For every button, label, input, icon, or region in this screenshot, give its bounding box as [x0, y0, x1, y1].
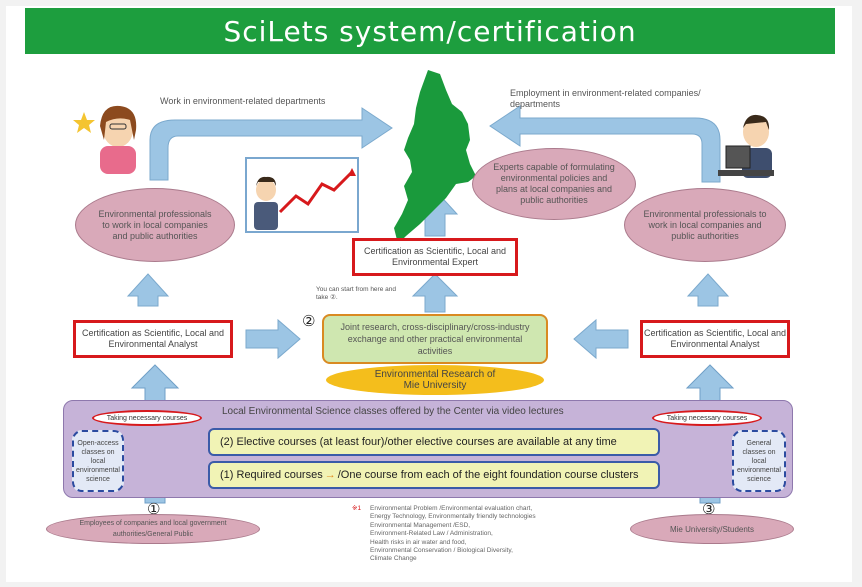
students-oval: Mie University/Students: [630, 514, 794, 544]
arrow-top-left: [149, 107, 393, 181]
arrow-top-right: [489, 105, 721, 183]
footnote: ※1 Environmental Problem /Environmental …: [352, 505, 536, 562]
required-courses-box: (1) Required courses → /One course from …: [208, 461, 660, 489]
footnote-line: Environmental Management /ESD,: [370, 521, 471, 529]
expert-certification: Certification as Scientific, Local and E…: [352, 238, 518, 276]
caption-work-departments: Work in environment-related departments: [160, 96, 326, 106]
arrow-left: [573, 318, 629, 360]
right-analyst-certification: Certification as Scientific, Local and E…: [640, 320, 790, 358]
footnote-line: Environmental Problem /Environmental eva…: [370, 505, 533, 512]
person-computer-icon: [718, 114, 774, 178]
general-classes: General classes on local environmental s…: [732, 430, 786, 492]
footnote-line: Health risks in air water and food,: [370, 538, 467, 546]
left-professionals-oval: Environmental professionals to work in l…: [75, 188, 235, 262]
footnote-line: Energy Technology, Environmentally frien…: [370, 513, 536, 521]
footnote-mark: ※1: [352, 505, 362, 512]
arrow-left-up: [126, 273, 170, 307]
arrow-glyph: →: [324, 469, 336, 481]
open-access-classes: Open-access classes on local environment…: [72, 430, 124, 492]
environmental-research-oval: Environmental Research of Mie University: [326, 365, 544, 395]
presenter-chart-icon: [245, 157, 359, 233]
arrow-center-up-mid: [411, 273, 459, 313]
left-analyst-certification: Certification as Scientific, Local and E…: [73, 320, 233, 358]
start-note: You can start from here and take ②.: [316, 286, 396, 301]
required-label: (1) Required courses: [220, 469, 323, 481]
mie-map-icon: [394, 70, 476, 244]
panel-title: Local Environmental Science classes offe…: [222, 406, 564, 417]
experts-oval: Experts capable of formulating environme…: [472, 148, 636, 220]
taking-courses-right: Taking necessary courses: [652, 410, 762, 426]
right-professionals-oval: Environmental professionals to work in l…: [624, 188, 786, 262]
step-2-marker: ②: [302, 312, 316, 330]
arrow-right: [245, 318, 301, 360]
page-title: SciLets system/certification: [25, 8, 835, 54]
elective-courses-box: (2) Elective courses (at least four)/oth…: [208, 428, 660, 456]
person-woman-icon: [100, 105, 137, 174]
required-detail: /One course from each of the eight found…: [337, 469, 639, 481]
general-public-oval: Employees of companies and local governm…: [46, 514, 260, 544]
arrow-right-up: [686, 273, 730, 307]
sparkle-icon: [73, 112, 95, 133]
footnote-line: Climate Change: [370, 555, 417, 563]
taking-courses-left: Taking necessary courses: [92, 410, 202, 426]
footnote-line: Environmental Conservation / Biological …: [370, 547, 513, 555]
joint-research-box: Joint research, cross-disciplinary/cross…: [322, 314, 548, 364]
footnote-line: Environment-Related Law / Administration…: [370, 530, 493, 538]
caption-employment: Employment in environment-related compan…: [510, 88, 701, 109]
